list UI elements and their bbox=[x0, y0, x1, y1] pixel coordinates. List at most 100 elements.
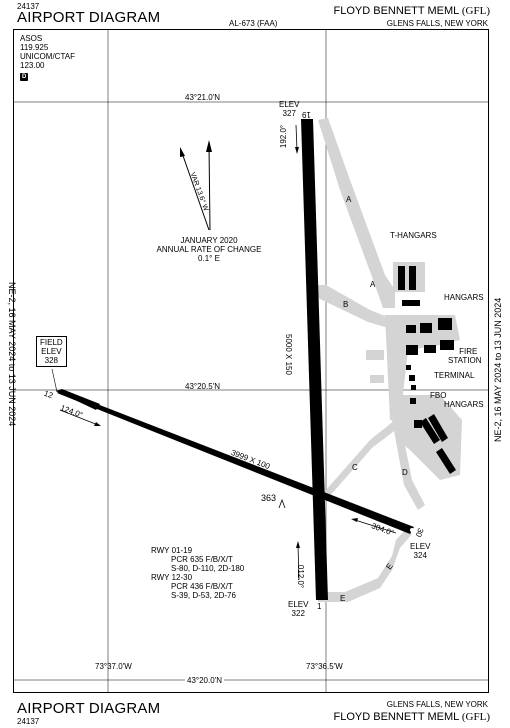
diagram-frame bbox=[13, 29, 489, 693]
field-elev-label1: FIELD bbox=[40, 338, 63, 347]
asos-freq: 119.925 bbox=[20, 43, 49, 52]
runway-12-end-marker bbox=[56, 394, 60, 398]
label-t-hangars: T-HANGARS bbox=[390, 231, 437, 240]
hangar-5 bbox=[424, 345, 436, 353]
rwy30-arrowhead bbox=[351, 518, 358, 522]
fbo-bldg-1 bbox=[411, 385, 416, 390]
title-bottom: AIRPORT DIAGRAM bbox=[17, 700, 161, 717]
taxiway-label-c: C bbox=[352, 463, 358, 472]
t-hangar-2 bbox=[409, 266, 416, 290]
unicom-freq: 123.00 bbox=[20, 61, 45, 70]
runway-30-end-marker bbox=[410, 528, 414, 532]
lat-label-205: 43°20.5'N bbox=[185, 382, 220, 391]
field-elev-value: 328 bbox=[44, 356, 59, 365]
obstacle-elev: 363 bbox=[261, 493, 277, 503]
pcr-0119-title: RWY 01-19 bbox=[151, 546, 193, 555]
rwy12-heading-arrow bbox=[59, 409, 99, 426]
obstacle-symbol bbox=[278, 498, 286, 509]
field-elev-label2: ELEV bbox=[41, 347, 62, 356]
rwy1-arrowhead bbox=[296, 541, 300, 548]
mag-north-arrowhead bbox=[180, 147, 185, 157]
lon-label-365: 73°36.5'W bbox=[306, 662, 343, 671]
magvar-rate-value: 0.1° E bbox=[198, 254, 220, 263]
airport-name-text-bottom: FLOYD BENNETT MEML bbox=[333, 711, 459, 723]
pcr-1230-line2: S-39, D-53, 2D-76 bbox=[171, 591, 236, 600]
airport-id-text: (GFL) bbox=[461, 5, 490, 17]
hangar-4 bbox=[406, 345, 418, 355]
fbo-bldg-2 bbox=[410, 398, 416, 404]
label-station: STATION bbox=[448, 356, 482, 365]
buildings bbox=[398, 266, 456, 474]
heading-arrows bbox=[59, 124, 397, 581]
connector-west bbox=[366, 350, 384, 360]
fbo-bldg-3 bbox=[414, 420, 422, 428]
title-top: AIRPORT DIAGRAM bbox=[17, 9, 161, 26]
pcr-0119-line1: PCR 635 F/B/X/T bbox=[171, 555, 233, 564]
airport-name-top: FLOYD BENNETT MEML (GFL) bbox=[334, 5, 490, 17]
rwy30-heading-arrow bbox=[354, 519, 397, 534]
rwy19-heading-arrow bbox=[295, 124, 298, 151]
runway-01-19 bbox=[301, 119, 328, 600]
taxiway-label-b: B bbox=[343, 300, 349, 309]
hangar-row-3 bbox=[436, 448, 456, 474]
rwy19-arrowhead bbox=[295, 147, 299, 154]
runway-12-30 bbox=[57, 390, 414, 534]
hangar-row-2 bbox=[428, 414, 448, 442]
pcr-block: RWY 01-19 PCR 635 F/B/X/T S-80, D-110, 2… bbox=[151, 546, 244, 600]
magvar-info: JANUARY 2020 ANNUAL RATE OF CHANGE 0.1° … bbox=[150, 236, 268, 263]
rwy19-elev-label: ELEV bbox=[279, 100, 300, 109]
city-bottom: GLENS FALLS, NEW YORK bbox=[386, 700, 488, 709]
lat-label-20: 43°20.0'N bbox=[185, 676, 224, 685]
field-elev-box: FIELD ELEV 328 bbox=[36, 336, 67, 367]
doc-number-top: 24137 bbox=[17, 2, 40, 11]
runway-12-threshold bbox=[56, 389, 100, 410]
magvar-rate-label: ANNUAL RATE OF CHANGE bbox=[156, 245, 262, 254]
rwy-0119-dimensions: 5000 X 150 bbox=[283, 334, 293, 375]
rwy30-elev-label: ELEV bbox=[410, 542, 431, 551]
rwy1-elev: ELEV 322 bbox=[288, 600, 308, 618]
label-fbo: FBO bbox=[430, 391, 447, 400]
taxiway-label-a2: A bbox=[370, 280, 376, 289]
taxiway-a bbox=[318, 118, 395, 308]
hangar-small-1 bbox=[402, 300, 420, 306]
label-fire-station: FIRE STATION bbox=[448, 347, 481, 365]
label-fire: FIRE bbox=[459, 347, 478, 356]
terminal-bldg-1 bbox=[406, 365, 411, 370]
asos-label: ASOS bbox=[20, 34, 43, 43]
label-hangars-north: HANGARS bbox=[444, 293, 484, 302]
rwy12-arrowhead bbox=[94, 422, 101, 426]
label-hangars-south: HANGARS bbox=[444, 400, 484, 409]
label-terminal: TERMINAL bbox=[434, 371, 475, 380]
rwy19-number: 19 bbox=[302, 110, 311, 119]
pcr-0119-line2: S-80, D-110, 2D-180 bbox=[171, 564, 245, 573]
rwy1-elev-label: ELEV bbox=[288, 600, 309, 609]
magvar-date: JANUARY 2020 bbox=[180, 236, 238, 245]
lon-label-37: 73°37.0'W bbox=[95, 662, 132, 671]
airport-id-text-bottom: (GFL) bbox=[461, 711, 490, 723]
rwy30-elev: ELEV 324 bbox=[410, 542, 430, 560]
hangar-3 bbox=[438, 318, 452, 330]
rwy1-number: 1 bbox=[317, 602, 322, 611]
airport-name-bottom: FLOYD BENNETT MEML (GFL) bbox=[334, 711, 490, 723]
doc-number-bottom: 24137 bbox=[17, 717, 40, 726]
airport-name-text: FLOYD BENNETT MEML bbox=[333, 5, 459, 17]
chart-ref-top: AL-673 (FAA) bbox=[229, 19, 278, 28]
rwy19-elev-value: 327 bbox=[282, 109, 296, 118]
rwy19-elev: ELEV 327 bbox=[279, 100, 299, 118]
lat-label-21: 43°21.0'N bbox=[185, 93, 220, 102]
pcr-1230-title: RWY 12-30 bbox=[151, 573, 193, 582]
rwy1-heading: 012.0° bbox=[296, 564, 306, 589]
taxiway-c bbox=[318, 420, 398, 498]
mag-north-line bbox=[180, 149, 210, 231]
d-atis-badge: D bbox=[20, 73, 29, 81]
rwy19-heading: 192.0° bbox=[279, 124, 289, 149]
connector-west-2 bbox=[370, 375, 384, 383]
magvar-arrows bbox=[180, 140, 212, 231]
true-north-line bbox=[208, 144, 211, 231]
rwy30-elev-value: 324 bbox=[413, 551, 427, 560]
unicom-label: UNICOM/CTAF bbox=[20, 52, 75, 61]
t-hangar-1 bbox=[398, 266, 405, 290]
taxiway-d bbox=[392, 420, 425, 510]
hangar-1 bbox=[406, 325, 416, 333]
